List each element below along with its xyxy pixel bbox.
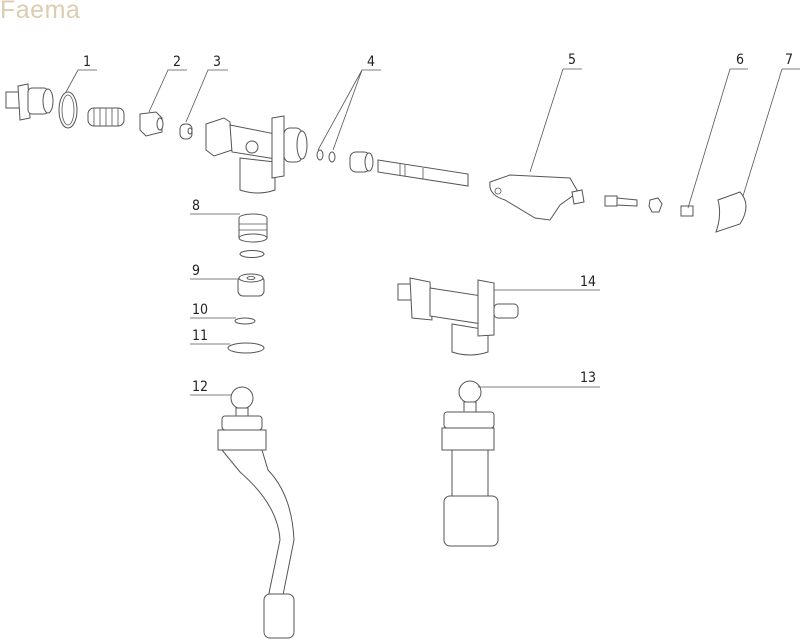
svg-text:13: 13: [580, 370, 596, 386]
part-10-oring[interactable]: [234, 317, 256, 325]
callout-1: 1: [65, 54, 97, 93]
callout-14: 14: [494, 274, 600, 291]
part-2-nut[interactable]: [139, 111, 164, 137]
brand-logo-text: Faema: [0, 0, 81, 24]
part-12-steam-wand[interactable]: [217, 386, 295, 639]
callout-2: 2: [148, 54, 187, 113]
svg-text:8: 8: [192, 198, 200, 214]
svg-text:12: 12: [192, 379, 208, 395]
svg-text:7: 7: [785, 52, 793, 68]
part-3-washer[interactable]: [179, 123, 193, 140]
part-14-valve-assembly[interactable]: [397, 277, 519, 356]
svg-text:4: 4: [367, 54, 375, 70]
part-screw[interactable]: [604, 195, 638, 207]
callout-10: 10: [190, 302, 236, 319]
callout-7: 7: [742, 52, 800, 197]
part-9-seal[interactable]: [237, 273, 265, 297]
svg-text:10: 10: [192, 302, 208, 318]
svg-text:6: 6: [736, 52, 744, 68]
svg-text:1: 1: [83, 54, 91, 70]
callout-4: 4: [317, 54, 381, 151]
part-washer-mid[interactable]: [239, 250, 265, 258]
part-bushing[interactable]: [349, 151, 374, 173]
callout-9: 9: [190, 263, 238, 280]
svg-text:9: 9: [192, 263, 200, 279]
svg-text:2: 2: [173, 54, 181, 70]
callout-13: 13: [478, 370, 600, 388]
part-shaft[interactable]: [377, 159, 469, 187]
part-hex-nut[interactable]: [648, 197, 663, 213]
part-8-spring[interactable]: [238, 213, 268, 243]
callout-5: 5: [529, 52, 582, 173]
callout-3: 3: [185, 54, 228, 123]
part-valve-body[interactable]: [205, 115, 308, 194]
svg-text:11: 11: [192, 328, 208, 344]
part-spring[interactable]: [87, 107, 125, 127]
part-13-steam-tap[interactable]: [441, 380, 499, 547]
svg-text:3: 3: [213, 54, 221, 70]
callout-8: 8: [190, 198, 240, 215]
callout-6: 6: [687, 52, 748, 209]
part-4-oring-b[interactable]: [328, 151, 336, 163]
part-11-oring[interactable]: [227, 342, 265, 354]
part-4-oring-a[interactable]: [316, 149, 324, 161]
svg-text:5: 5: [568, 52, 576, 68]
part-6-pin[interactable]: [680, 205, 694, 217]
part-5-lever[interactable]: [489, 174, 585, 221]
part-fitting[interactable]: [5, 83, 54, 121]
callout-12: 12: [190, 379, 232, 396]
svg-text:14: 14: [580, 274, 596, 290]
callout-11: 11: [190, 328, 230, 345]
part-7-knob[interactable]: [715, 191, 747, 233]
